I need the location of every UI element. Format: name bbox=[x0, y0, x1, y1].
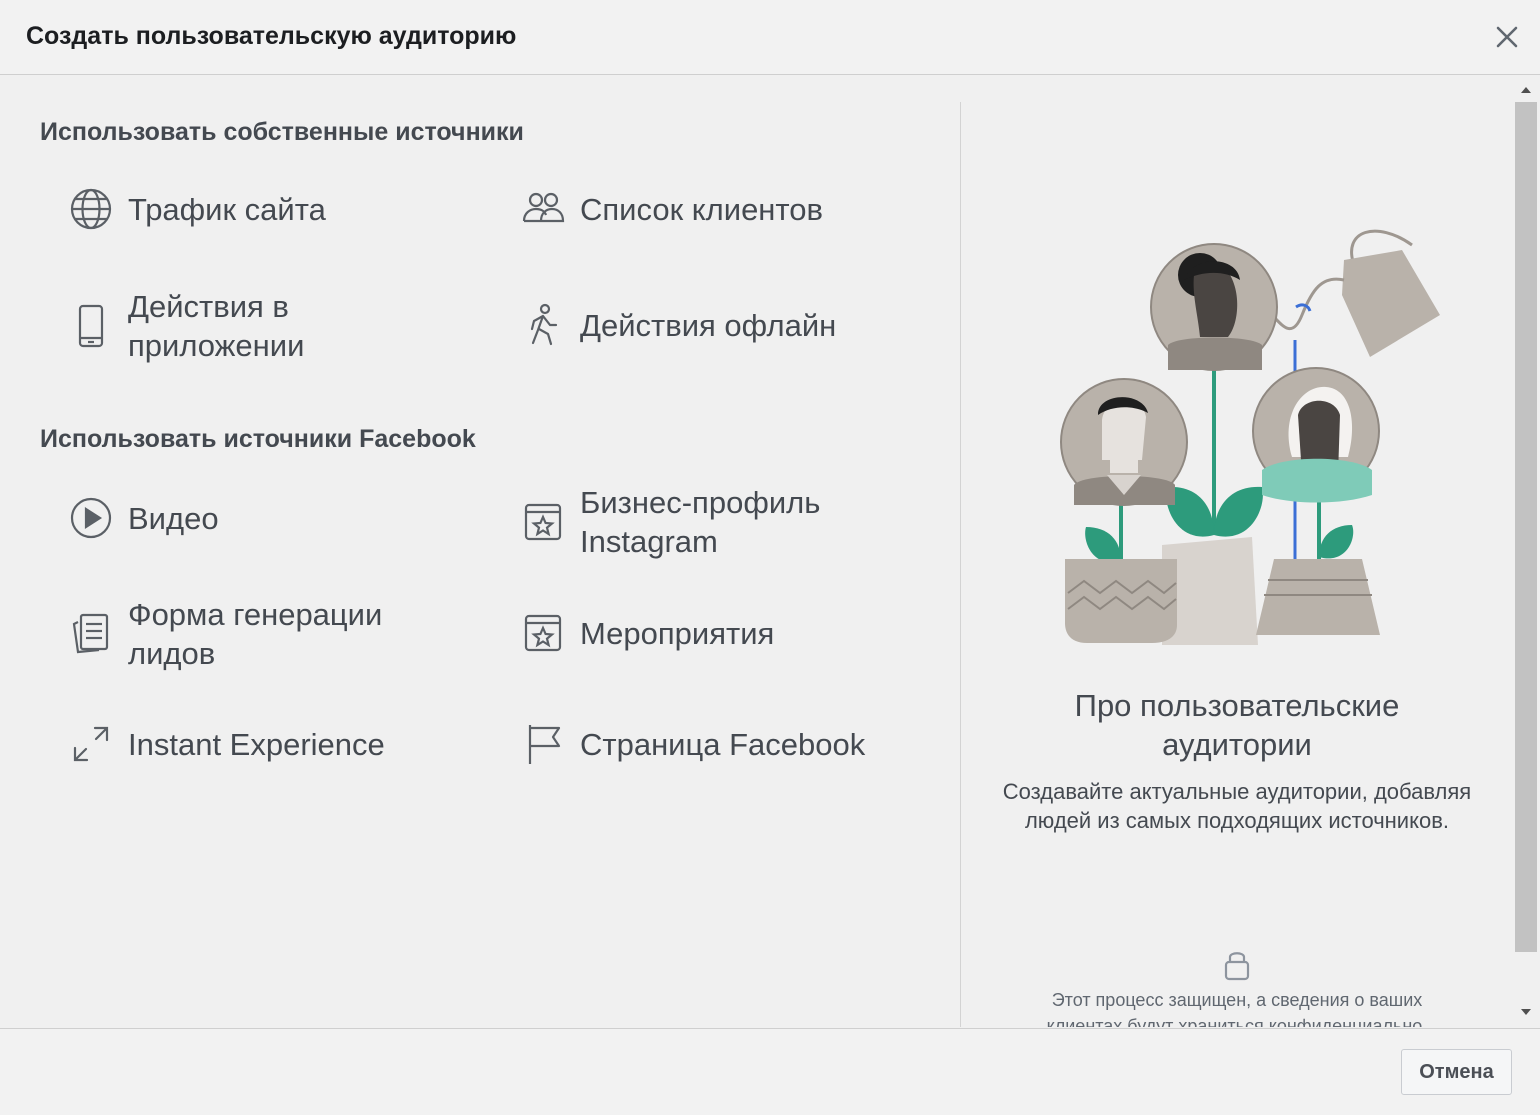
expand-icon bbox=[68, 721, 114, 767]
star-badge-icon bbox=[520, 610, 566, 656]
walking-person-icon bbox=[520, 302, 566, 348]
close-icon[interactable] bbox=[1490, 20, 1524, 54]
lock-icon bbox=[1220, 947, 1254, 981]
flower-left bbox=[1060, 378, 1188, 565]
source-app-activity[interactable]: Действия в приложении bbox=[68, 287, 388, 365]
source-label: Трафик сайта bbox=[128, 191, 326, 227]
play-icon bbox=[68, 495, 114, 541]
source-video[interactable]: Видео bbox=[68, 495, 219, 541]
cancel-button[interactable]: Отмена bbox=[1401, 1049, 1512, 1095]
forms-icon bbox=[68, 611, 114, 657]
pots bbox=[1065, 537, 1380, 645]
about-title: Про пользовательские аудитории bbox=[1074, 688, 1400, 762]
dialog-title: Создать пользовательскую аудиторию bbox=[26, 22, 517, 50]
own-sources-heading: Использовать собственные источники bbox=[40, 118, 524, 146]
source-customer-list[interactable]: Список клиентов bbox=[520, 186, 823, 232]
source-label: Форма генерации лидов bbox=[128, 597, 383, 671]
source-website-traffic[interactable]: Трафик сайта bbox=[68, 186, 326, 232]
globe-icon bbox=[68, 186, 114, 232]
dialog-header: Создать пользовательскую аудиторию bbox=[0, 0, 1540, 75]
source-label: Действия в приложении bbox=[128, 289, 305, 363]
source-label: Страница Facebook bbox=[580, 726, 866, 762]
source-instagram-business-profile[interactable]: Бизнес-профиль Instagram bbox=[520, 483, 860, 561]
source-facebook-page[interactable]: Страница Facebook bbox=[520, 721, 865, 767]
source-label: Видео bbox=[128, 500, 219, 536]
people-icon bbox=[520, 186, 566, 232]
flower-center bbox=[1150, 243, 1278, 537]
dialog-footer: Отмена bbox=[0, 1028, 1540, 1115]
panel-divider bbox=[960, 102, 961, 1027]
flag-icon bbox=[520, 721, 566, 767]
source-label: Список клиентов bbox=[580, 191, 823, 227]
source-instant-experience[interactable]: Instant Experience bbox=[68, 721, 385, 767]
custom-audiences-illustration bbox=[1060, 229, 1440, 645]
facebook-sources-heading: Использовать источники Facebook bbox=[40, 425, 476, 453]
source-label: Мероприятия bbox=[580, 615, 775, 651]
mobile-phone-icon bbox=[68, 303, 114, 349]
flower-right bbox=[1252, 367, 1380, 560]
star-badge-icon bbox=[520, 499, 566, 545]
about-panel: Про пользовательские аудитории Создавайт… bbox=[962, 75, 1512, 1027]
source-offline-activity[interactable]: Действия офлайн bbox=[520, 302, 836, 348]
source-events[interactable]: Мероприятия bbox=[520, 610, 774, 656]
scroll-down-arrow-icon[interactable] bbox=[1513, 1002, 1539, 1022]
scrollbar-thumb[interactable] bbox=[1515, 102, 1537, 952]
watering-can bbox=[1270, 229, 1440, 357]
about-description: Создавайте актуальные аудитории, добавля… bbox=[1002, 779, 1472, 833]
sources-panel: Использовать собственные источники Трафи… bbox=[0, 75, 960, 1027]
source-label: Instant Experience bbox=[128, 726, 385, 762]
source-lead-form[interactable]: Форма генерации лидов bbox=[68, 595, 418, 673]
secure-notice: Этот процесс защищен, а сведения о ваших… bbox=[1046, 990, 1428, 1027]
source-label: Бизнес-профиль Instagram bbox=[580, 485, 821, 559]
source-label: Действия офлайн bbox=[580, 307, 837, 343]
scroll-up-arrow-icon[interactable] bbox=[1513, 80, 1539, 100]
